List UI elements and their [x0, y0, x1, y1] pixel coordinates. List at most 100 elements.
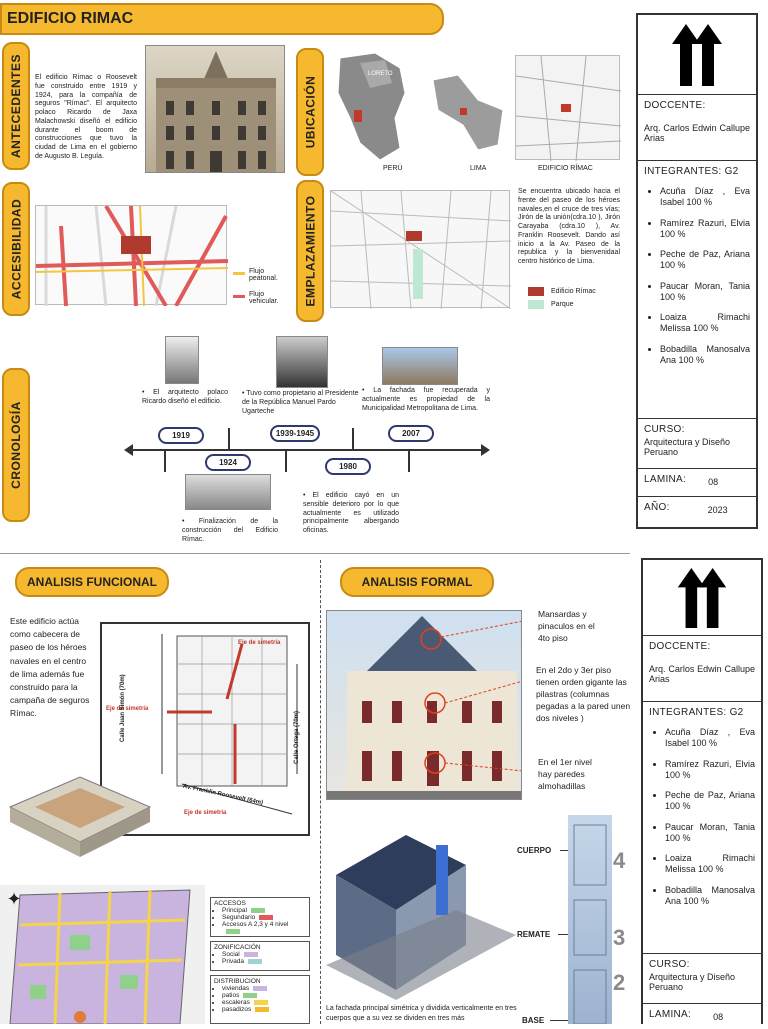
divider: [0, 553, 630, 554]
legend-item: Segundario: [222, 914, 306, 921]
rimac-building-photo: [145, 45, 285, 173]
legend-vehicular-swatch: [233, 295, 245, 298]
lamina-label: LAMINA:: [644, 474, 687, 485]
tick: [164, 450, 166, 472]
event-2007: • La fachada fue recuperada y actualment…: [362, 387, 490, 412]
level-number-2: 2: [613, 970, 626, 995]
section-funcional-pill: ANALISIS FUNCIONAL: [15, 567, 169, 597]
section-antecedentes-tab: ANTECEDENTES: [2, 42, 30, 170]
funcional-text: Este edificio actúa como cabecera de pas…: [10, 616, 90, 719]
facade-photo: [326, 610, 522, 800]
lamina-box: LAMINA: 08: [643, 1004, 761, 1026]
formal-note-almohadillas: En el 1er nivel hay paredes almohadillas: [538, 757, 592, 791]
emplazamiento-text: Se encuentra ubicado hacia el frente del…: [518, 188, 620, 265]
level-number-3: 3: [613, 925, 626, 950]
eje-simetria-label-3: Eje de simetría: [184, 810, 227, 816]
curso-box: CURSO: Arquitectura y Diseño Peruano: [643, 954, 761, 1004]
timeline-line: [130, 449, 482, 451]
president-portrait: [276, 336, 328, 388]
lamina-value: 08: [708, 477, 719, 487]
anio-value: 2023: [707, 505, 728, 515]
legend-peatonal-swatch: [233, 272, 245, 275]
list-item: Peche de Paz, Ariana 100 %: [660, 249, 750, 272]
tick: [408, 450, 410, 472]
anio-box: AÑO: 2023: [638, 497, 756, 525]
ubicacion-label-peru: PERÚ: [383, 165, 403, 172]
info-panel-2: DOCCENTE: Arq. Carlos Edwin Callupe Aria…: [641, 558, 763, 1024]
label-remate: REMATE: [517, 930, 551, 939]
legend-item: viviendas: [222, 985, 306, 992]
list-item: Paucar Moran, Tania 100 %: [665, 822, 755, 845]
north-arrow-box: [643, 560, 761, 636]
docente-label: DOCCENTE:: [649, 641, 711, 652]
construction-photo: [185, 474, 271, 510]
section-formal-pill: ANALISIS FORMAL: [340, 567, 494, 597]
north-arrow-icon: [677, 567, 727, 628]
list-item: Bobadilla Manosalva Ana 100 %: [665, 885, 755, 908]
tick: [352, 428, 354, 450]
axonometric-building: [326, 815, 516, 1000]
legend-edificio-swatch: [528, 287, 544, 296]
architect-portrait: [165, 336, 199, 384]
list-item: Loaiza Rimachi Melissa 100 %: [660, 312, 750, 335]
legend-peatonal: Flujo peatonal.: [249, 268, 278, 282]
formal-note-pilastras: En el 2do y 3er piso tienen orden gigant…: [536, 665, 631, 723]
integrantes-box: INTEGRANTES: G2 Acuña Díaz , Eva Isabel …: [638, 161, 756, 419]
list-item: Loaiza Rimachi Melissa 100 %: [665, 853, 755, 876]
curso-name: Arquitectura y Diseño Peruano: [649, 972, 736, 992]
event-1924: • Finalización de la construcción del Ed…: [182, 518, 278, 543]
list-item: Acuña Díaz , Eva Isabel 100 %: [660, 186, 750, 209]
accesos-legend: ACCESOS Principal Segundario Accesos A 2…: [210, 897, 310, 937]
legend-item: patios: [222, 992, 306, 999]
docente-label: DOCCENTE:: [644, 100, 706, 111]
integrantes-box: INTEGRANTES: G2 Acuña Díaz , Eva Isabel …: [643, 702, 761, 954]
list-item: Bobadilla Manosalva Ana 100 %: [660, 344, 750, 367]
year-1939-1945: 1939-1945: [270, 425, 320, 442]
floor-plan-frame: Eje de simetría Eje de simetría Eje de s…: [100, 622, 310, 836]
rimac-location-map: [515, 55, 622, 162]
section-accesibilidad-tab: ACCESIBILIDAD: [2, 182, 30, 316]
list-item: Peche de Paz, Ariana 100 %: [665, 790, 755, 813]
year-1924: 1924: [205, 454, 251, 471]
eje-simetria-label-1: Eje de simetría: [238, 640, 281, 646]
eje-simetria-label-2: Eje de simetría: [106, 706, 149, 712]
docente-box: DOCCENTE: Arq. Carlos Edwin Callupe Aria…: [643, 636, 761, 702]
level-number-4: 4: [613, 848, 626, 873]
emplazamiento-map: [330, 190, 512, 310]
docente-name: Arq. Carlos Edwin Callupe Arias: [649, 664, 755, 684]
label-base: BASE: [522, 1016, 545, 1025]
tick: [228, 428, 230, 450]
calle-juan-simon-label: Calle Juan Simón (70m): [120, 674, 126, 742]
divider-vertical: [320, 560, 321, 1024]
lima-map: [428, 70, 506, 154]
list-item: Ramírez Razuri, Elvia 100 %: [665, 759, 755, 782]
ubicacion-label-edificio: EDIFICIO RÍMAC: [538, 165, 593, 172]
curso-name: Arquitectura y Diseño Peruano: [644, 437, 731, 457]
year-2007: 2007: [388, 425, 434, 442]
event-1919: • El arquitecto polaco Ricardo diseñó el…: [142, 389, 228, 405]
exploded-facade: [568, 815, 612, 1025]
legend-edificio: Edificio Rímac: [551, 288, 596, 295]
timeline-arrow-right: [481, 444, 490, 456]
restored-facade-photo: [382, 347, 458, 385]
integrantes-label: INTEGRANTES: G2: [644, 166, 739, 177]
year-1919: 1919: [158, 427, 204, 444]
page-title: EDIFICIO RIMAC: [0, 3, 444, 35]
integrantes-label: INTEGRANTES: G2: [649, 707, 744, 718]
lamina-box: LAMINA: 08: [638, 469, 756, 497]
formal-note-mansardas: Mansardas y pinaculos en el 4to piso: [538, 609, 595, 643]
legend-item: Principal: [222, 907, 306, 914]
info-panel: DOCCENTE: Arq. Carlos Edwin Callupe Aria…: [636, 13, 758, 529]
legend-parque-swatch: [528, 300, 544, 309]
curso-label: CURSO:: [644, 424, 685, 435]
year-1980: 1980: [325, 458, 371, 475]
north-arrow-box: [638, 15, 756, 95]
ubicacion-label-lima: LIMA: [470, 165, 487, 172]
list-item: Paucar Moran, Tania 100 %: [660, 281, 750, 304]
curso-box: CURSO: Arquitectura y Diseño Peruano: [638, 419, 756, 469]
curso-label: CURSO:: [649, 959, 690, 970]
section-cronologia-tab: CRONOLOGÍA: [2, 368, 30, 522]
calle-ortega-label: Calle Ortega (70m): [294, 710, 300, 764]
legend-item: Social: [222, 951, 306, 958]
compass-icon: ✦: [6, 889, 22, 909]
